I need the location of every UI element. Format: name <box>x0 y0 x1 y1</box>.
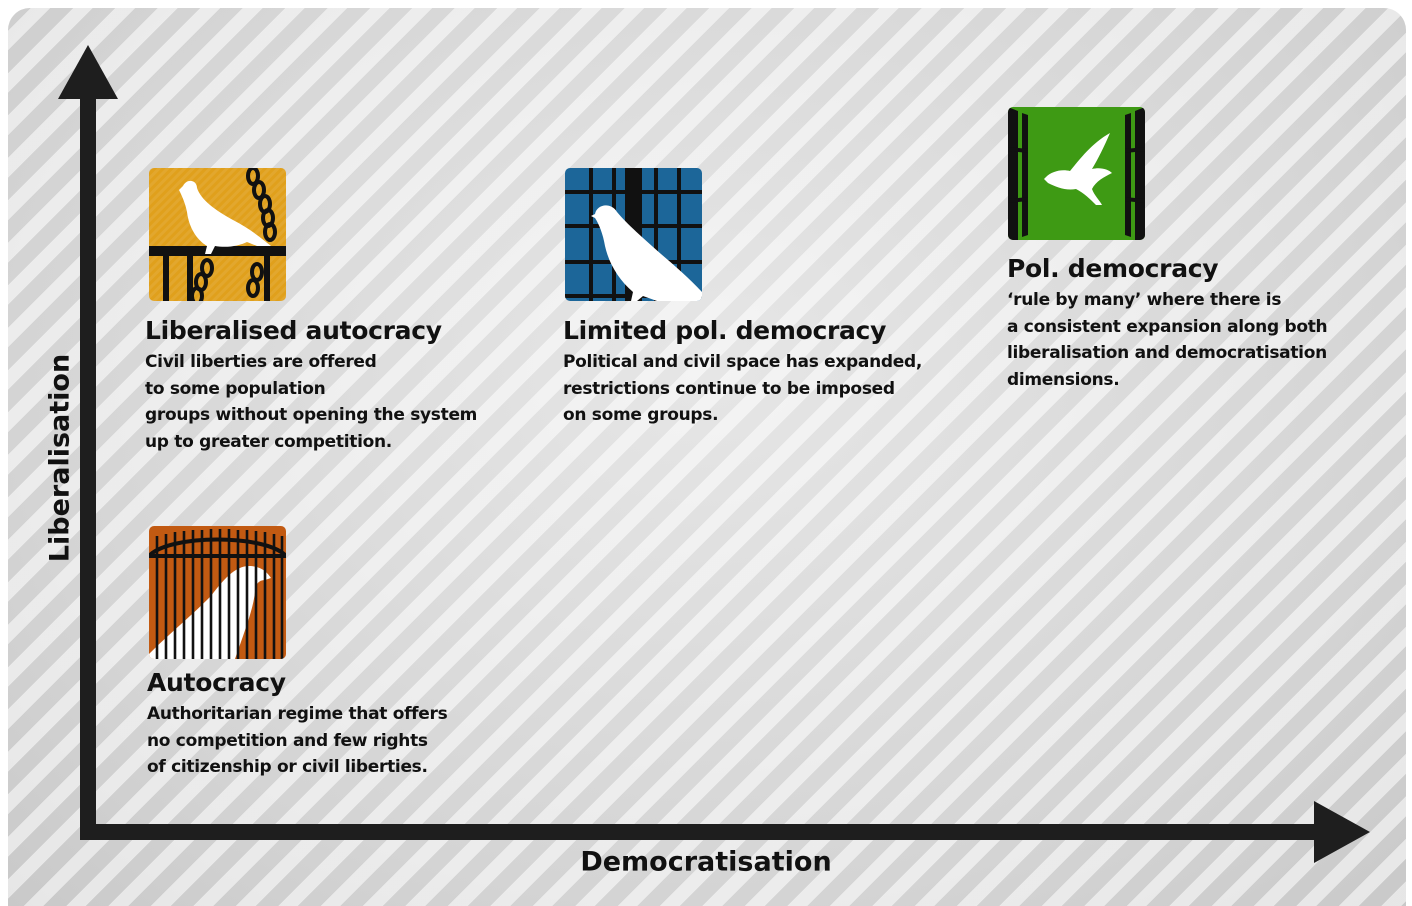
liberalised-autocracy-title: Liberalised autocracy <box>145 316 442 345</box>
limited-democracy-title: Limited pol. democracy <box>563 316 887 345</box>
limited-democracy-description: Political and civil space has expanded, … <box>563 349 922 429</box>
description-line: ‘rule by many’ where there is <box>1007 290 1282 310</box>
x-axis-title: Democratisation <box>580 846 832 878</box>
liberalised-autocracy-block: Liberalised autocracy Civil liberties ar… <box>145 316 477 456</box>
description-line: up to greater competition. <box>145 432 392 453</box>
description-line: a consistent expansion along both <box>1007 316 1328 337</box>
liberalised-autocracy-description: Civil liberties are offered to some popu… <box>145 349 477 456</box>
x-axis-arrowhead <box>1314 801 1370 863</box>
dove-flying-through-open-gate-icon <box>1008 107 1145 240</box>
description-line: dimensions. <box>1007 370 1120 391</box>
description-line: Political and civil space has expanded, <box>563 352 923 372</box>
description-line: of citizenship or civil liberties. <box>147 757 428 778</box>
description-line: no competition and few rights <box>147 730 428 751</box>
diagram-background <box>8 8 1406 906</box>
description-line: Authoritarian regime that offers <box>147 704 448 724</box>
description-line: Civil liberties are offered <box>145 352 377 372</box>
y-axis-title: Liberalisation <box>44 353 76 563</box>
autocracy-title: Autocracy <box>147 668 286 697</box>
description-line: liberalisation and democratisation <box>1007 343 1327 364</box>
dove-in-cage-icon <box>149 526 286 659</box>
autocracy-description: Authoritarian regime that offers no comp… <box>147 701 448 781</box>
pol-democracy-block: Pol. democracy ‘rule by many’ where ther… <box>1007 254 1328 394</box>
description-line: to some population <box>145 378 326 399</box>
autocracy-block: Autocracy Authoritarian regime that offe… <box>147 668 448 781</box>
description-line: restrictions continue to be imposed <box>563 378 895 399</box>
dove-behind-window-bars-icon <box>565 168 702 301</box>
description-line: on some groups. <box>563 405 719 426</box>
limited-democracy-block: Limited pol. democracy Political and civ… <box>563 316 922 429</box>
dove-on-perch-with-chains-icon <box>149 168 286 301</box>
y-axis-arrowhead <box>58 45 118 99</box>
description-line: groups without opening the system <box>145 405 478 426</box>
pol-democracy-description: ‘rule by many’ where there is a consiste… <box>1007 287 1328 394</box>
pol-democracy-title: Pol. democracy <box>1007 254 1219 283</box>
